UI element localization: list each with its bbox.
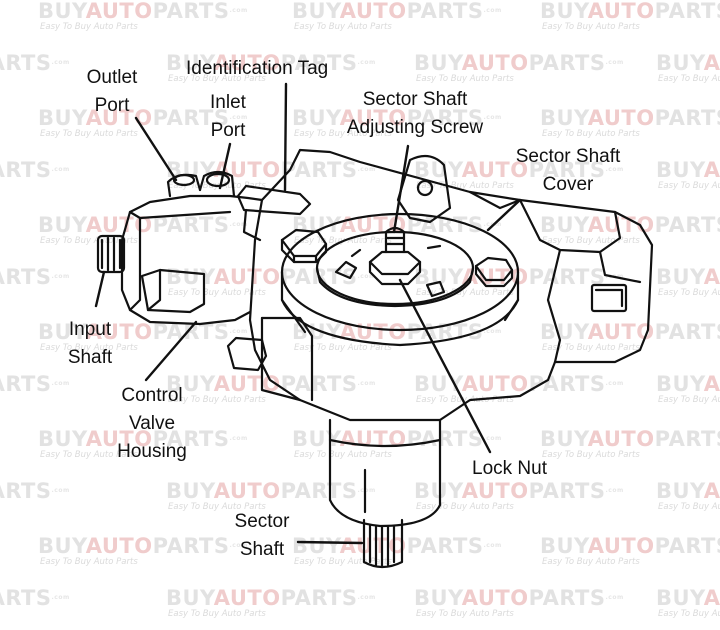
- label-lock-nut: Lock Nut: [472, 458, 547, 479]
- inlet-port-shape: [198, 170, 236, 198]
- leader-control-valve: [144, 320, 198, 382]
- leader-outlet-port: [134, 116, 178, 182]
- input-shaft-shape: [96, 234, 126, 274]
- label-identification-tag: Identification Tag: [186, 58, 329, 79]
- lock-nut-shape: [368, 250, 422, 276]
- leader-lock-nut: [398, 278, 492, 454]
- label-inlet-port: Inlet Port: [210, 92, 246, 141]
- valve-window: [140, 268, 206, 314]
- label-sector-shaft-adjusting-screw: Sector Shaft Adjusting Screw: [346, 89, 484, 138]
- identification-tag-shape: [236, 184, 312, 216]
- control-valve-housing: [120, 194, 264, 326]
- leader-inlet-port: [218, 142, 232, 190]
- label-outlet-port: Outlet Port: [86, 67, 138, 116]
- leader-sector-shaft-cover: [486, 198, 522, 232]
- mount-lug: [396, 154, 452, 224]
- label-input-shaft: Input Shaft: [67, 319, 113, 368]
- label-control-valve-housing: Control Valve Housing: [117, 385, 187, 462]
- sector-shaft-end: [362, 518, 404, 569]
- leader-adjusting-screw: [392, 144, 410, 234]
- leader-sector-shaft: [296, 540, 364, 545]
- leader-identification-tag: [283, 82, 288, 192]
- label-sector-shaft: Sector Shaft: [234, 511, 290, 560]
- right-bolt: [474, 256, 514, 282]
- label-sector-shaft-cover: Sector Shaft Cover: [515, 146, 621, 195]
- side-pad: [590, 283, 628, 313]
- leader-input-shaft: [94, 270, 106, 308]
- sector-shaft-tube: [328, 418, 442, 528]
